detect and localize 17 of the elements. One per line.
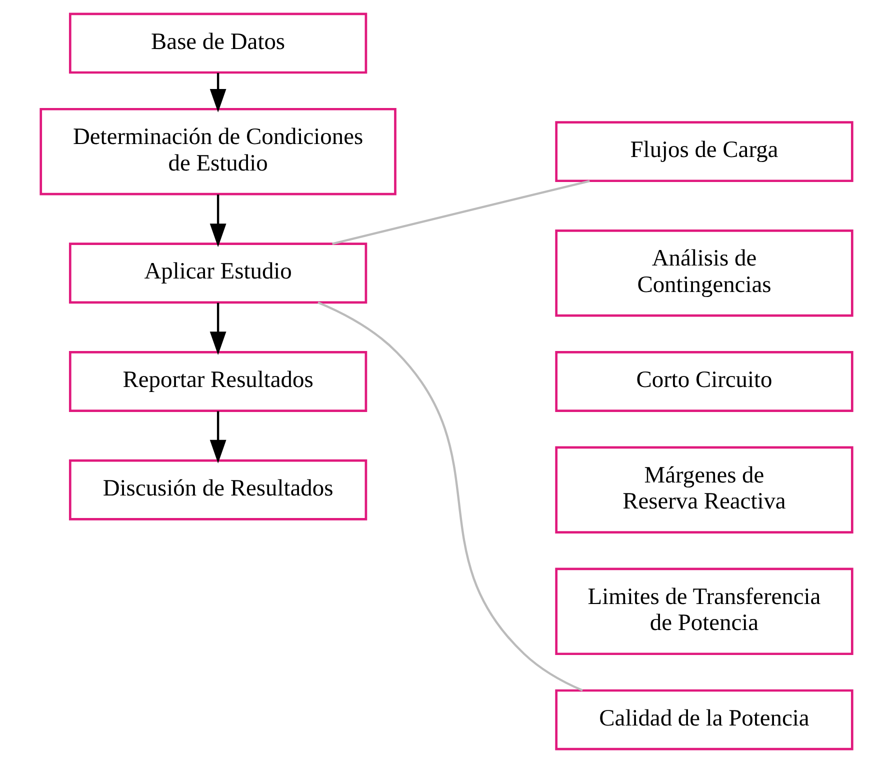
node-box: Análisis de Contingencias (555, 230, 854, 317)
node-box: Determinación de Condiciones de Estudio (40, 108, 396, 196)
connector (318, 302, 583, 692)
node-box: Base de Datos (68, 12, 368, 74)
node-box: Aplicar Estudio (68, 242, 368, 304)
node-box: Reportar Resultados (68, 351, 368, 412)
arrow (210, 194, 226, 248)
arrow (210, 302, 226, 356)
node-box: Discusión de Resultados (68, 459, 368, 520)
node-box: Flujos de Carga (555, 121, 854, 182)
node-box: Corto Circuito (555, 351, 854, 412)
connector (332, 180, 590, 245)
node-box: Márgenes de Reserva Reactiva (555, 446, 854, 534)
arrow (210, 411, 226, 464)
arrow (210, 72, 226, 112)
node-box: Calidad de la Potencia (555, 689, 854, 750)
node-box: Limites de Transferencia de Potencia (555, 568, 854, 656)
